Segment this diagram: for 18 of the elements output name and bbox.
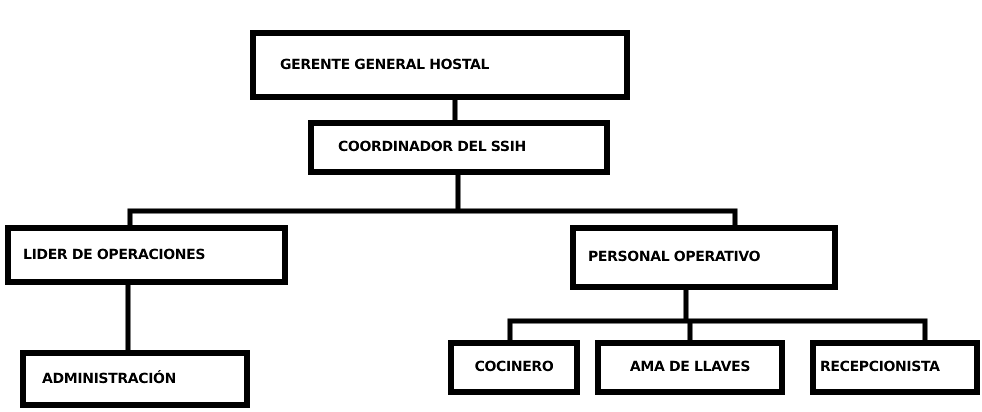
box-title: AMA DE LLAVES: [630, 358, 750, 377]
box-title: RECEPCIONISTA: [820, 358, 940, 377]
box-title: GERENTE GENERAL HOSTAL: [280, 56, 490, 74]
org-box: [308, 120, 610, 175]
box-title: ADMINISTRACIÓN: [42, 369, 176, 388]
box-title: COORDINADOR DEL SSIH: [338, 138, 526, 157]
org-box: [448, 340, 580, 395]
connector-line: [452, 100, 458, 120]
org-box: [20, 350, 250, 408]
box-title: COCINERO: [474, 358, 554, 377]
box-title: LIDER DE OPERACIONES: [23, 246, 206, 264]
org-box: [5, 225, 288, 285]
org-box: [250, 30, 630, 100]
connector-line: [126, 285, 130, 350]
org-box: [570, 225, 838, 290]
box-title: PERSONAL OPERATIVO: [588, 248, 760, 267]
org-box: [810, 340, 980, 395]
org-box: [595, 340, 785, 395]
